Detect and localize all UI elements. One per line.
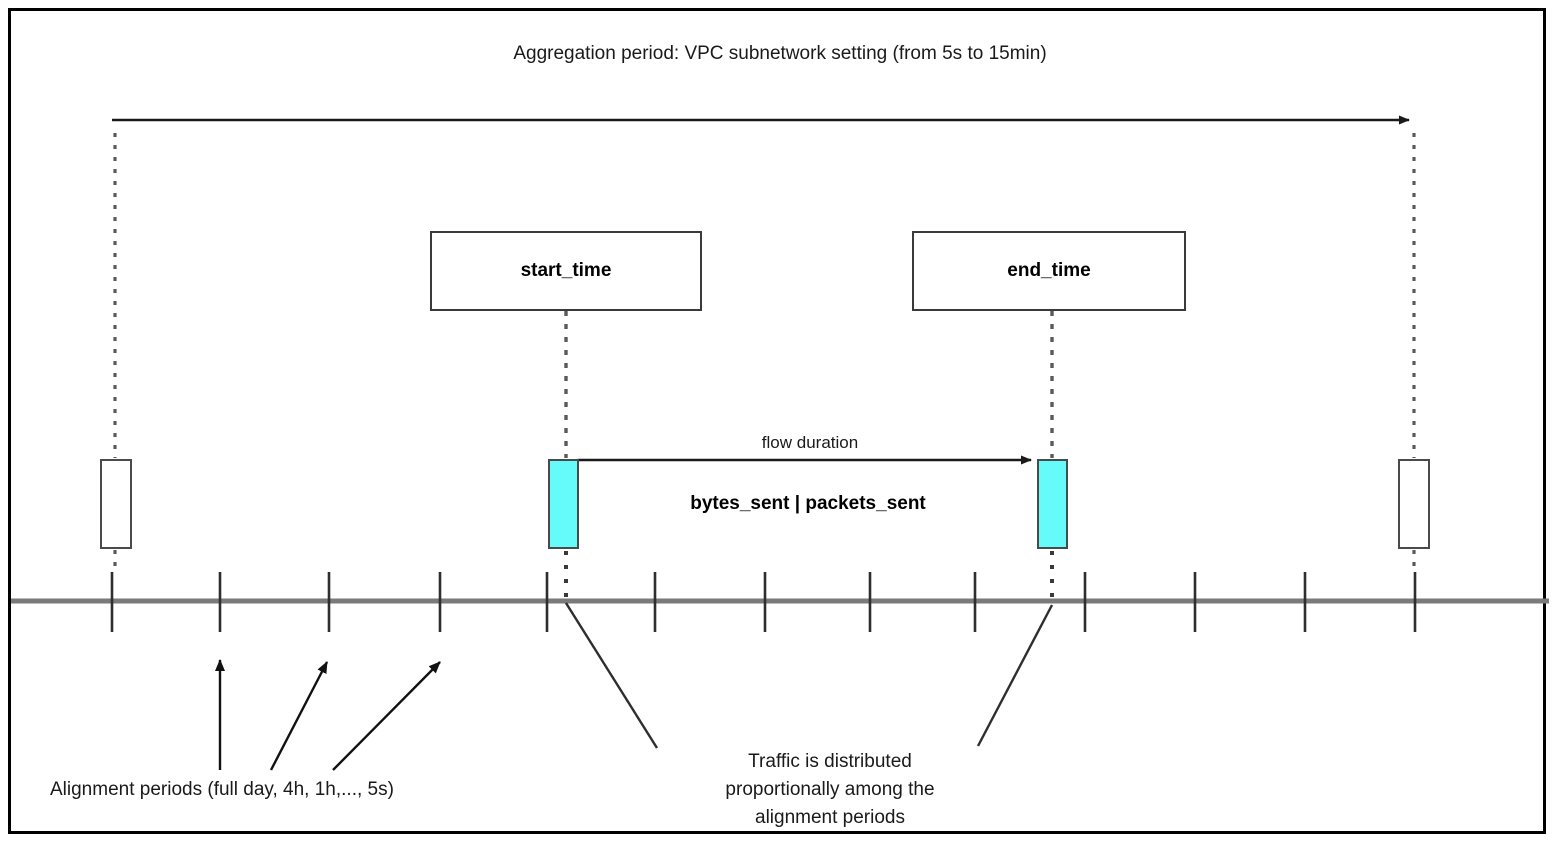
bytes-packets-label: bytes_sent | packets_sent bbox=[690, 493, 926, 514]
traffic-note-line-2: proportionally among the bbox=[725, 779, 935, 800]
flow-end-marker bbox=[1037, 459, 1068, 549]
diagram-frame-border bbox=[8, 8, 1546, 834]
traffic-note-line-1: Traffic is distributed bbox=[748, 751, 912, 772]
start-time-box: start_time bbox=[430, 231, 702, 311]
leader-line-start-note bbox=[564, 602, 659, 749]
end-time-box: end_time bbox=[912, 231, 1186, 311]
flow-duration-label: flow duration bbox=[761, 433, 859, 452]
aggregation-boundary-rect-right bbox=[1398, 459, 1430, 549]
flow-start-marker bbox=[548, 459, 579, 549]
aggregation-period-title: Aggregation period: VPC subnetwork setti… bbox=[513, 43, 1047, 64]
timeline-ticks bbox=[110, 572, 1417, 632]
alignment-period-arrows bbox=[215, 659, 441, 771]
start-time-label: start_time bbox=[520, 260, 612, 281]
traffic-distribution-note: Traffic is distributed proportionally am… bbox=[660, 748, 1000, 832]
end-time-label: end_time bbox=[1007, 260, 1091, 281]
leader-line-end-note bbox=[976, 604, 1054, 747]
traffic-note-line-3: alignment periods bbox=[755, 807, 905, 828]
alignment-periods-label: Alignment periods (full day, 4h, 1h,...,… bbox=[50, 779, 394, 800]
aggregation-boundary-rect-left bbox=[100, 459, 132, 549]
